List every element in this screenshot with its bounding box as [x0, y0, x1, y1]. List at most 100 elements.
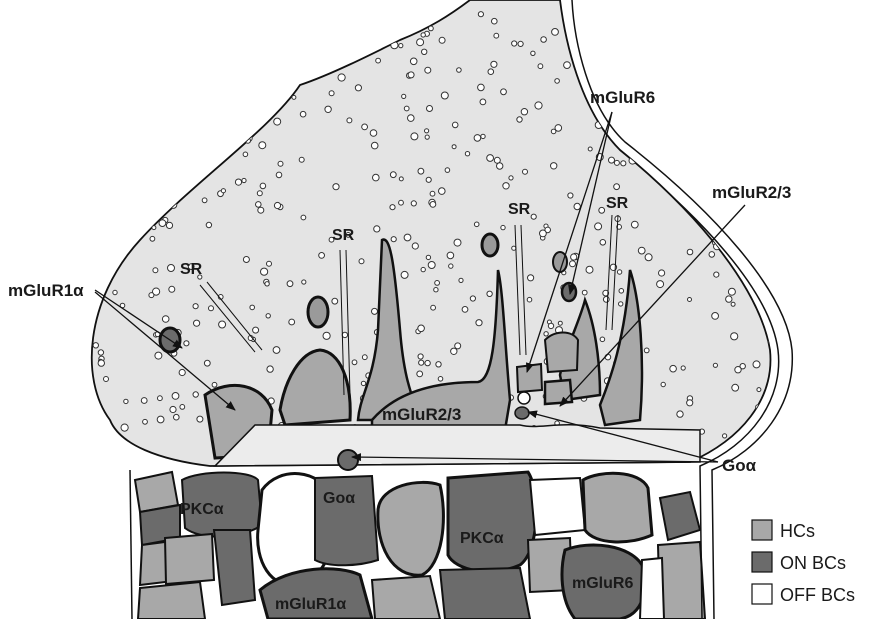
vesicle — [184, 172, 191, 179]
legend-label: OFF BCs — [780, 585, 855, 605]
vesicle — [182, 77, 186, 81]
vesicle — [104, 70, 110, 76]
vesicle — [258, 110, 265, 117]
vesicle — [186, 112, 192, 118]
vesicle — [137, 103, 141, 107]
label-sr-4: SR — [606, 195, 629, 212]
vesicle — [497, 163, 503, 169]
vesicle — [641, 161, 647, 167]
onbc-dendrite-tip — [515, 407, 529, 419]
vesicle — [104, 377, 109, 382]
vesicle — [600, 240, 606, 246]
vesicle — [517, 117, 522, 122]
vesicle — [240, 56, 245, 61]
vesicle — [162, 316, 169, 323]
vesicle — [145, 34, 150, 39]
vesicle — [723, 434, 727, 438]
vesicle — [149, 35, 156, 42]
vesicle — [253, 327, 259, 333]
vesicle — [274, 118, 281, 125]
vesicle — [531, 214, 536, 219]
vesicle — [431, 305, 436, 310]
vesicle — [268, 45, 273, 50]
vesicle — [439, 188, 446, 195]
vesicle — [352, 360, 357, 365]
vesicle — [189, 84, 196, 91]
vesicle — [425, 129, 429, 133]
synaptic-cleft — [215, 425, 700, 466]
vesicle — [197, 416, 203, 422]
vesicle — [582, 290, 587, 295]
vesicle — [670, 365, 677, 372]
vesicle — [698, 214, 703, 219]
vesicle — [193, 392, 198, 397]
vesicle — [209, 306, 214, 311]
vesicle — [372, 308, 378, 314]
vesicle — [449, 264, 453, 268]
vesicle — [619, 302, 623, 306]
vesicle — [564, 62, 571, 69]
vesicle — [419, 360, 424, 365]
vesicle — [742, 138, 749, 145]
onbc-cell — [448, 472, 536, 572]
vesicle — [600, 337, 605, 342]
vesicle — [518, 41, 523, 46]
vesicle — [410, 58, 417, 65]
vesicle — [149, 293, 154, 298]
label-mglur23-center: mGluR2/3 — [382, 405, 461, 424]
vesicle — [625, 74, 632, 81]
vesicle — [184, 136, 190, 142]
vesicle — [428, 262, 435, 269]
vesicle — [153, 268, 158, 273]
vesicle — [427, 106, 433, 112]
vesicle — [287, 281, 293, 287]
vesicle — [87, 222, 92, 227]
vesicle — [250, 305, 255, 310]
vesicle — [760, 83, 764, 87]
vesicle — [750, 234, 754, 238]
vesicle — [425, 360, 430, 365]
vesicle — [617, 270, 621, 274]
vesicle — [722, 46, 727, 51]
vesicle — [235, 179, 241, 185]
onbc-organelle — [562, 283, 576, 301]
vesicle — [425, 135, 429, 139]
vesicle — [112, 17, 119, 24]
label-mglur1a-bottom: mGluR1α — [275, 596, 346, 613]
vesicle — [757, 388, 761, 392]
vesicle — [166, 151, 170, 155]
vesicle — [677, 411, 683, 417]
vesicle — [101, 156, 105, 160]
vesicle — [429, 26, 434, 31]
hc-cell — [658, 542, 705, 619]
vesicle — [731, 302, 735, 306]
onbc-dendrite-tip — [338, 450, 358, 470]
vesicle — [643, 62, 648, 67]
hc-cell — [372, 576, 440, 619]
vesicle — [260, 183, 266, 189]
vesicle — [144, 28, 151, 35]
vesicle — [98, 360, 104, 366]
vesicle — [637, 156, 642, 161]
cell-mosaic — [130, 462, 710, 619]
vesicle — [212, 382, 217, 387]
vesicle — [488, 69, 494, 75]
legend-swatch — [752, 520, 772, 540]
vesicle — [332, 298, 338, 304]
label-mglur6: mGluR6 — [590, 88, 655, 107]
vesicle — [172, 393, 179, 400]
vesicle — [356, 6, 361, 11]
vesicle — [339, 40, 344, 45]
vesicle — [663, 84, 668, 89]
vesicle — [184, 76, 188, 80]
vesicle — [772, 423, 778, 429]
vesicle — [198, 70, 203, 75]
vesicle — [242, 178, 246, 182]
vesicle — [740, 139, 746, 145]
offbc-dendrite-tip — [518, 392, 530, 404]
vesicle — [162, 74, 166, 78]
vesicle — [691, 100, 695, 104]
vesicle — [93, 190, 99, 196]
vesicle — [278, 161, 283, 166]
